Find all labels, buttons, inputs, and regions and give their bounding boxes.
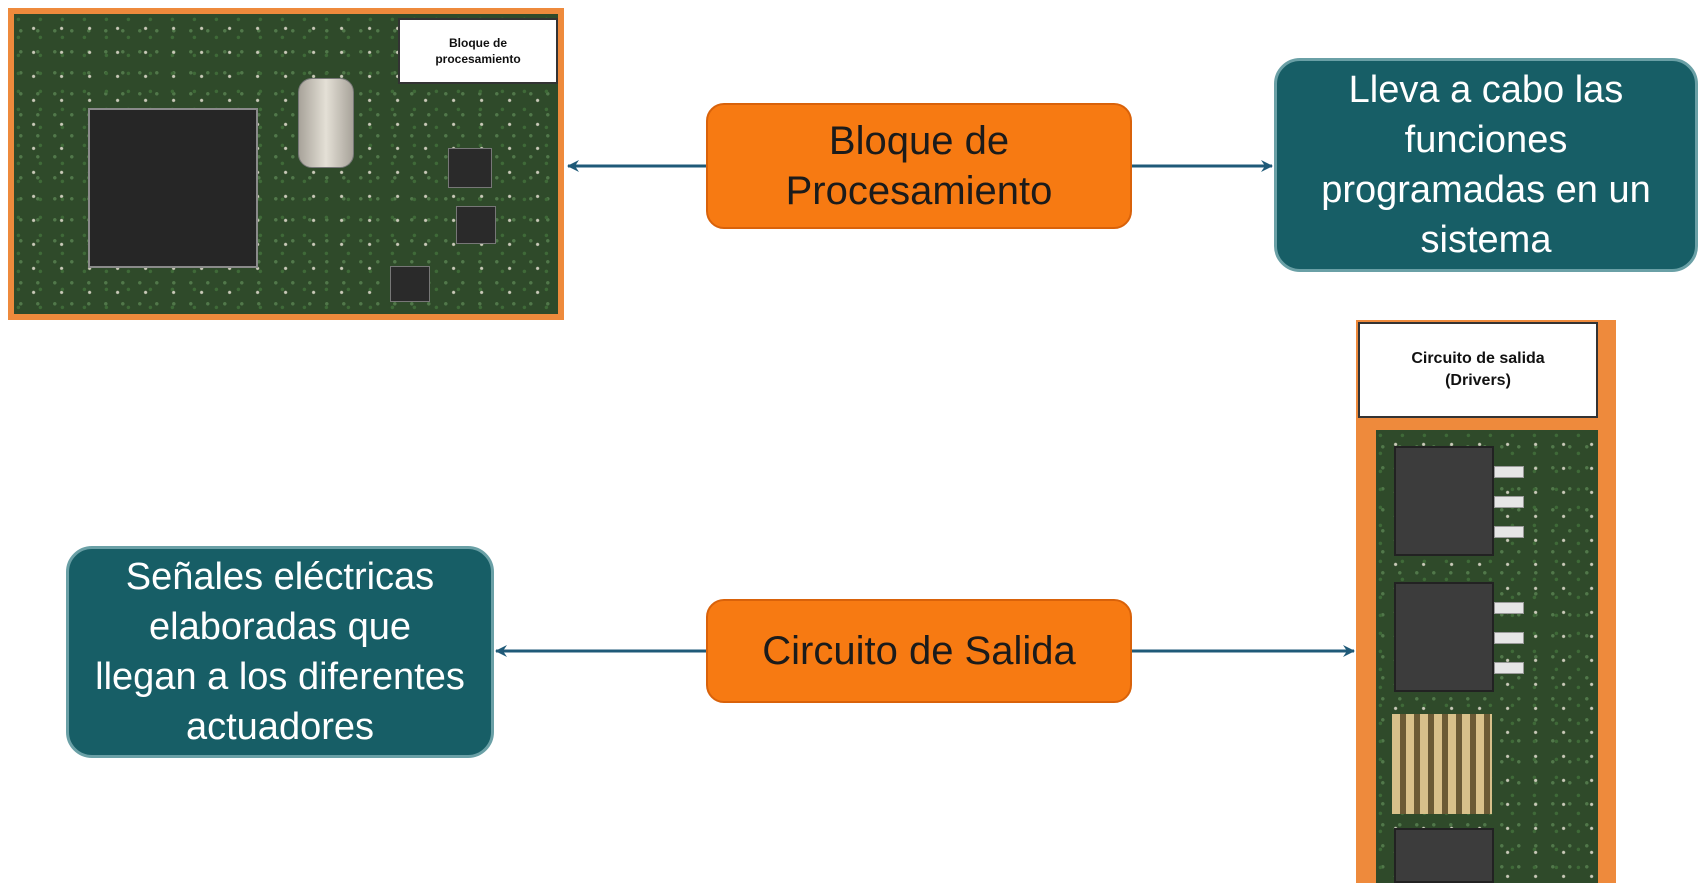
processing-description-line-3: programadas en un xyxy=(1321,169,1651,211)
output-photo-caption: Circuito de salida (Drivers) xyxy=(1358,322,1598,418)
transistor-pin xyxy=(1494,632,1524,644)
processing-description-line-1: Lleva a cabo las xyxy=(1348,69,1624,111)
driver-transistor xyxy=(1394,446,1494,556)
ic-chip xyxy=(448,148,492,188)
output-description-line-3: llegan a los diferentes xyxy=(95,656,465,698)
output-caption-line-1: Circuito de salida xyxy=(1411,350,1545,368)
processing-block-photo: Bloque de procesamiento xyxy=(8,8,564,320)
processing-photo-caption: Bloque de procesamiento xyxy=(398,18,558,84)
microcontroller-chip xyxy=(88,108,258,268)
output-circuit-photo: Circuito de salida (Drivers) xyxy=(1356,320,1616,883)
output-description-line-1: Señales eléctricas xyxy=(125,556,435,598)
resistor-array xyxy=(1392,714,1492,814)
processing-description-node: Lleva a cabo las funciones programadas e… xyxy=(1274,58,1698,272)
driver-transistor xyxy=(1394,582,1494,692)
ic-chip xyxy=(456,206,496,244)
output-circuit-node: Circuito de Salida xyxy=(706,599,1132,703)
processing-description-line-2: funciones xyxy=(1404,119,1568,161)
transistor-pin xyxy=(1494,526,1524,538)
output-description-line-2: elaboradas que xyxy=(149,606,411,648)
processing-block-node: Bloque de Procesamiento xyxy=(706,103,1132,229)
processing-caption-line-1: Bloque de xyxy=(448,35,507,50)
transistor-pin xyxy=(1494,662,1524,674)
output-description-node: Señales eléctricas elaboradas que llegan… xyxy=(66,546,494,758)
driver-transistor xyxy=(1394,828,1494,883)
output-description-line-4: actuadores xyxy=(185,706,374,748)
ic-chip xyxy=(390,266,430,302)
transistor-pin xyxy=(1494,496,1524,508)
output-circuit-label: Circuito de Salida xyxy=(762,629,1076,673)
transistor-pin xyxy=(1494,602,1524,614)
processing-caption-line-2: procesamiento xyxy=(435,52,521,66)
processing-description-line-4: sistema xyxy=(1420,219,1552,261)
processing-block-label-line-1: Bloque de xyxy=(828,119,1010,163)
processing-block-label-line-2: Procesamiento xyxy=(785,169,1053,213)
output-caption-line-2: (Drivers) xyxy=(1445,372,1511,389)
crystal-oscillator xyxy=(298,78,354,168)
transistor-pin xyxy=(1494,466,1524,478)
